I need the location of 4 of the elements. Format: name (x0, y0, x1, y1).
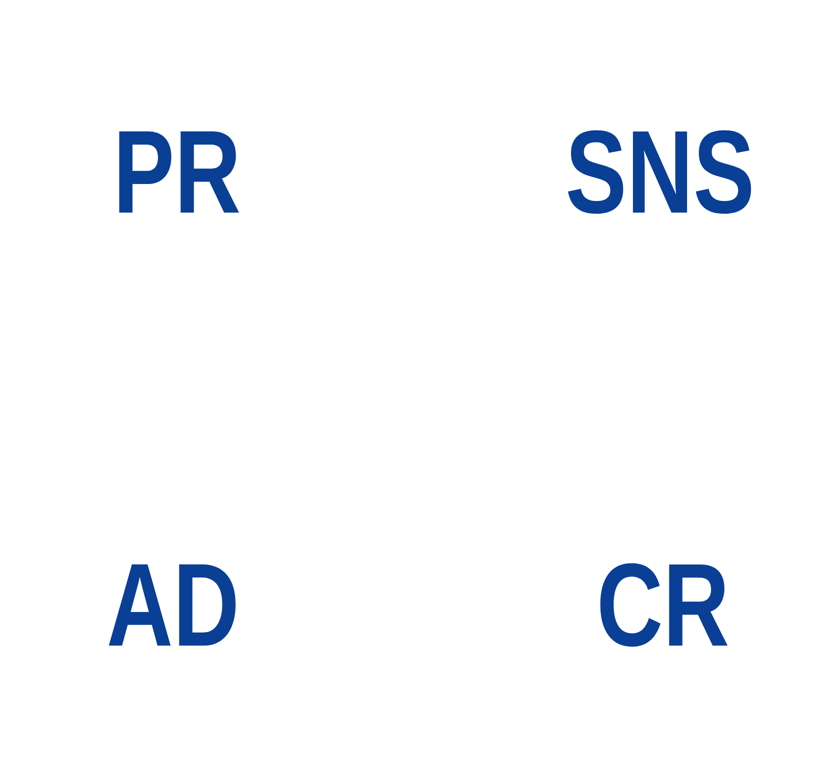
label-text: AD (108, 564, 236, 646)
label-text: CR (600, 563, 728, 647)
label-text: SNS (568, 130, 752, 214)
label-text: PR (119, 131, 240, 213)
